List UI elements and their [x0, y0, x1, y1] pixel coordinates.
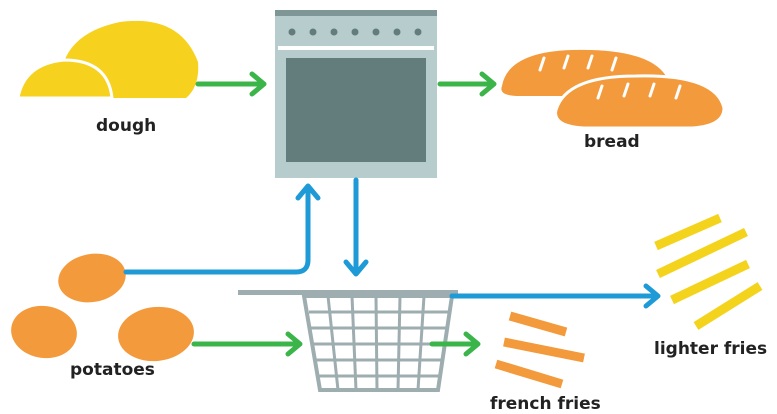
fryer-basket-icon	[238, 290, 458, 392]
lighter-fries-icon	[654, 213, 763, 330]
green-arrows	[191, 71, 497, 357]
bread-icon	[501, 49, 726, 130]
french-fries-icon	[494, 311, 585, 389]
oven-icon	[275, 10, 437, 178]
label-potatoes: potatoes	[70, 360, 155, 380]
arrow-basket-to-french-fries	[429, 331, 481, 357]
arrow-oven-to-bread	[437, 71, 497, 97]
arrow-basket-to-lighter-fries	[449, 283, 661, 309]
arrow-potatoes-to-oven	[123, 183, 321, 275]
blue-arrows	[123, 177, 661, 309]
label-lighter-fries: lighter fries	[654, 339, 768, 359]
potatoes-icon	[11, 253, 194, 362]
dough-icon	[16, 20, 199, 100]
label-dough: dough	[96, 116, 157, 136]
label-bread: bread	[584, 132, 640, 152]
label-french-fries: french fries	[490, 394, 601, 414]
arrow-potatoes-to-basket	[191, 331, 303, 357]
arrow-oven-to-basket	[343, 177, 369, 277]
arrow-dough-to-oven	[195, 71, 267, 97]
